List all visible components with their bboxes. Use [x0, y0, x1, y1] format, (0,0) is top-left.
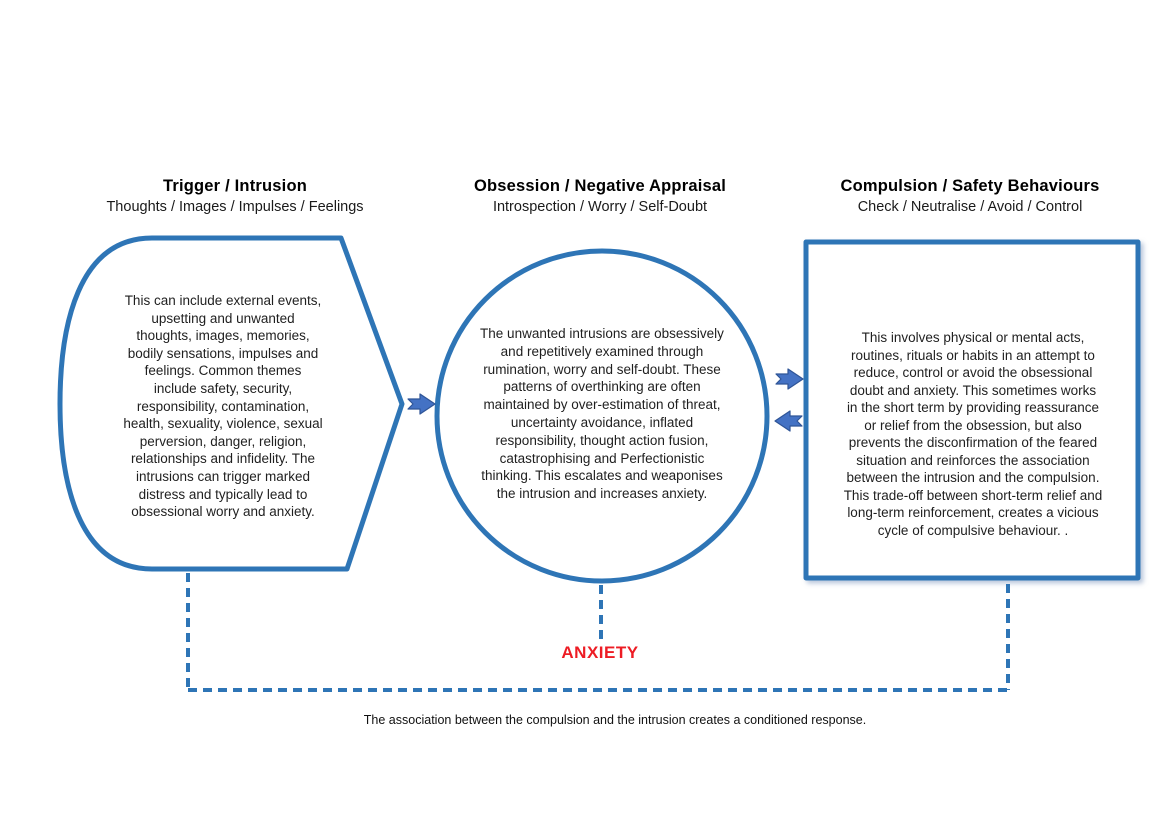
obsession-title: Obsession / Negative Appraisal	[473, 177, 727, 195]
obsession-body-text: The unwanted intrusions are obsessively …	[480, 326, 724, 502]
obsession-circle	[434, 248, 770, 584]
conditioned-response-caption: The association between the compulsion a…	[363, 713, 867, 727]
compulsion-subtitle: Check / Neutralise / Avoid / Control	[857, 199, 1083, 215]
trigger-shape	[57, 235, 405, 572]
arrow-trigger-to-obsession-icon	[407, 393, 436, 415]
header-trigger: Trigger / Intrusion Thoughts / Images / …	[60, 177, 410, 215]
arrow-obsession-to-compulsion-icon	[775, 368, 804, 390]
header-obsession: Obsession / Negative Appraisal Introspec…	[430, 177, 770, 215]
compulsion-title: Compulsion / Safety Behaviours	[840, 177, 1100, 195]
header-compulsion: Compulsion / Safety Behaviours Check / N…	[795, 177, 1145, 215]
trigger-subtitle: Thoughts / Images / Impulses / Feelings	[106, 199, 364, 215]
arrow-compulsion-to-obsession-icon	[774, 410, 803, 432]
obsession-subtitle: Introspection / Worry / Self-Doubt	[492, 199, 708, 215]
trigger-body-text: This can include external events, upsett…	[123, 293, 323, 520]
trigger-title: Trigger / Intrusion	[162, 177, 308, 195]
compulsion-body-text: This involves physical or mental acts, r…	[843, 330, 1103, 538]
anxiety-label: ANXIETY	[561, 643, 639, 662]
compulsion-box	[803, 239, 1141, 581]
